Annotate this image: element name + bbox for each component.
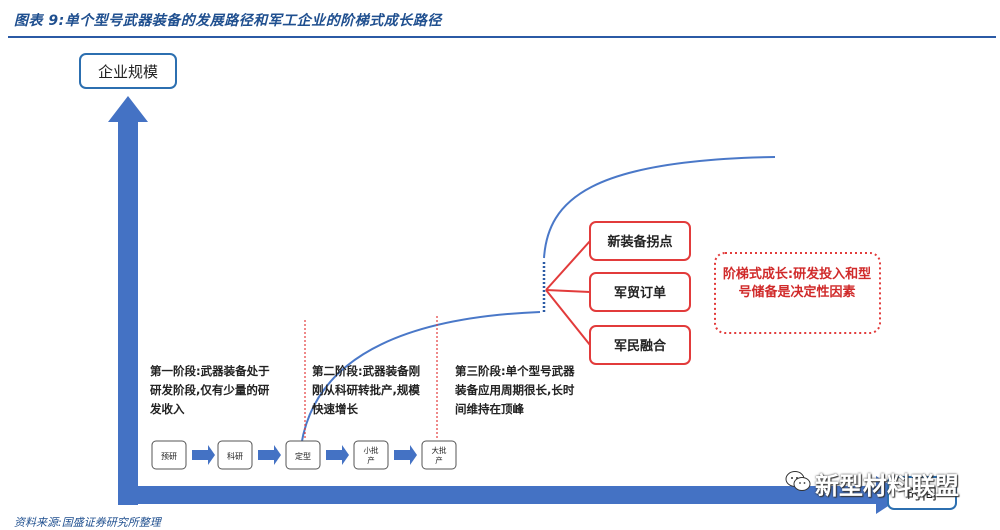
branch-line-1 — [545, 240, 591, 291]
process-label-1: 预研 — [161, 451, 177, 461]
process-arrow-3 — [326, 445, 349, 465]
process-arrow-2 — [258, 445, 281, 465]
callout-box — [714, 252, 881, 334]
y-axis-label-box: 企业规模 — [79, 53, 177, 89]
growth-curve-stage1 — [299, 311, 541, 456]
x-axis-label: 时间 — [907, 485, 937, 503]
process-box-preresearch: 预研 — [151, 440, 187, 470]
stage-3-text: 第三阶段:单个型号武器装备应用周期很长,长时间维持在顶峰 — [455, 364, 575, 416]
callout-text: 阶梯式成长:研发投入和型号储备是决定性因素 — [722, 267, 872, 300]
process-label-3: 定型 — [295, 451, 311, 461]
process-box-mass-batch: 大批产 — [421, 440, 457, 470]
stage-1-text: 第一阶段:武器装备处于研发阶段,仅有少量的研发收入 — [150, 364, 270, 416]
growth-curve-stage2 — [543, 156, 776, 259]
branch-label-1: 新装备拐点 — [607, 234, 672, 250]
process-label-4: 小批产 — [364, 445, 379, 465]
process-arrow-1 — [192, 445, 215, 465]
branch-line-2 — [545, 289, 591, 293]
wechat-icon — [785, 471, 811, 491]
watermark-text: 新型材料联盟 — [815, 472, 959, 500]
branch-label-3: 军民融合 — [614, 338, 667, 354]
source-note: 资料来源:国盛证券研究所整理 — [14, 516, 161, 529]
process-box-small-batch: 小批产 — [353, 440, 389, 470]
branch-line-3 — [545, 289, 591, 346]
figure-title: 图表 9:单个型号武器装备的发展路径和军工企业的阶梯式成长路径 — [14, 13, 442, 29]
process-label-5: 大批产 — [432, 445, 447, 465]
process-arrow-4 — [394, 445, 417, 465]
x-axis-label-box: 时间 — [887, 476, 957, 510]
y-axis-arrow — [108, 96, 148, 505]
branch-box-civil-military: 军民融合 — [589, 325, 691, 365]
branch-box-new-equipment: 新装备拐点 — [589, 221, 691, 261]
process-box-research: 科研 — [217, 440, 253, 470]
stage-2-text: 第二阶段:武器装备刚刚从科研转批产,规模快速增长 — [312, 364, 421, 416]
process-box-finalize: 定型 — [285, 440, 321, 470]
branch-label-2: 军贸订单 — [614, 285, 666, 301]
process-label-2: 科研 — [227, 451, 243, 461]
y-axis-label: 企业规模 — [98, 63, 158, 81]
header-rule — [8, 36, 996, 38]
branch-box-military-trade: 军贸订单 — [589, 272, 691, 312]
